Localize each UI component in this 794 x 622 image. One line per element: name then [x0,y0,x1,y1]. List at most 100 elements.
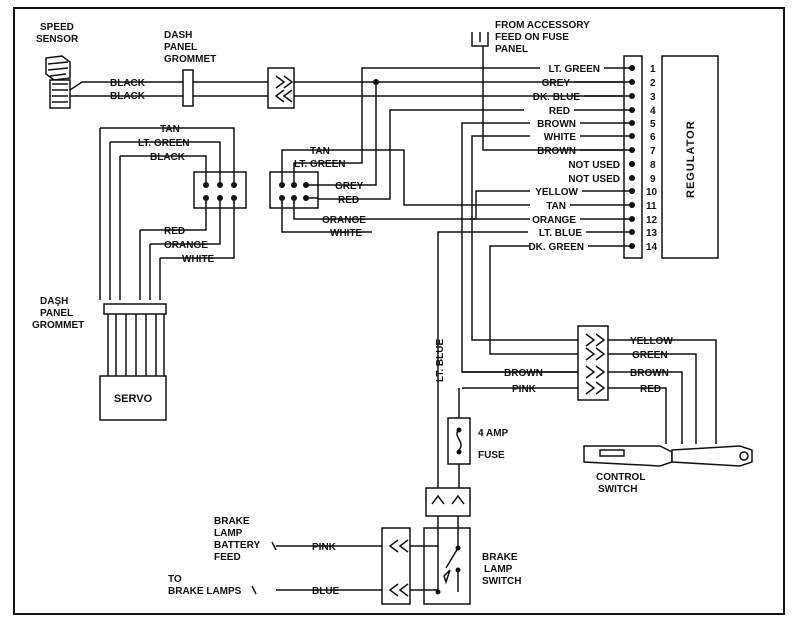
wire-label-green: GREEN [632,350,668,361]
brake-feed-label: LAMP [214,528,243,539]
wire-label-grey: GREY [335,181,364,192]
accessory-feed-label: FROM ACCESSORY [495,20,590,31]
svg-text:DK. GREEN: DK. GREEN [528,242,584,253]
regulator-pin: NOT USED 9 [568,174,656,185]
svg-text:ORANGE: ORANGE [532,215,576,226]
wire-label-black: BLACK [110,91,146,102]
wire-label-orange: ORANGE [164,240,208,251]
svg-text:BROWN: BROWN [537,146,576,157]
dash-grommet-top-label: GROMMET [164,54,216,65]
wire-label-yellow: YELLOW [630,336,673,347]
control-switch-icon [583,445,753,467]
svg-text:RED: RED [549,106,570,117]
fuse-box [447,417,471,465]
speed-sensor-label: SENSOR [36,34,79,45]
wire-label-white: WHITE [330,228,363,239]
accessory-feed-label: PANEL [495,44,528,55]
svg-text:GREY: GREY [542,78,571,89]
svg-text:3: 3 [650,92,656,103]
svg-text:14: 14 [646,242,658,253]
svg-text:4: 4 [650,106,656,117]
svg-text:LT. BLUE: LT. BLUE [539,228,582,239]
wire-label-lt-green: LT. GREEN [138,138,189,149]
svg-text:7: 7 [650,146,656,157]
diagram-frame [13,7,785,615]
sensor-connector [267,67,295,109]
dash-grommet-left-label: DAŞH [40,296,68,307]
brake-lamps-label: TO [168,574,182,585]
svg-text:1: 1 [650,64,656,75]
svg-text:12: 12 [646,215,658,226]
wire-label-lt-blue: LT. BLUE [435,339,446,382]
wire-label-white: WHITE [182,254,215,265]
brake-feed-label: BATTERY [214,540,260,551]
wire-label-brown: BROWN [630,368,669,379]
svg-text:BROWN: BROWN [537,119,576,130]
servo-box [99,375,167,421]
svg-text:TAN: TAN [546,201,566,212]
svg-text:11: 11 [646,201,657,212]
svg-text:8: 8 [650,160,656,171]
control-switch-label: CONTROL [596,472,645,483]
wire-label-blue: BLUE [312,586,340,597]
dash-grommet-left-label: PANEL [40,308,73,319]
wire-lt-green [318,67,520,164]
svg-text:5: 5 [650,119,656,130]
dash-grommet-left-label: GROMMET [32,320,84,331]
svg-text:LT. GREEN: LT. GREEN [549,64,600,75]
svg-text:WHITE: WHITE [544,132,577,143]
dash-grommet-left [103,303,167,315]
sensor-black-wire [69,81,183,97]
wire-label-tan: TAN [310,146,330,157]
wire-label-pink: PINK [312,542,337,553]
svg-text:NOT USED: NOT USED [568,174,620,185]
regulator-pin: NOT USED 8 [568,160,656,171]
wire-label-tan: TAN [160,124,180,135]
wire-lt-blue [437,231,528,488]
brake-lamps-label: BRAKE LAMPS [168,586,242,597]
regulator-body [661,55,719,259]
regulator-label: REGULATOR [685,120,697,198]
wire-grey [318,82,377,186]
brake-feed-connector [381,527,411,605]
fuse-label: 4 AMP [478,428,509,439]
svg-text:13: 13 [646,228,658,239]
dash-grommet-top-label: DASH [164,30,192,41]
wire-tan [318,149,530,206]
accessory-feed-icon [471,32,489,47]
wire-dk-green [489,245,578,355]
wire-label-red: RED [338,195,359,206]
wire-label-lt-green: LT. GREEN [294,159,345,170]
brake-switch-label: BRAKE [482,552,518,563]
svg-text:10: 10 [646,187,658,198]
svg-text:6: 6 [650,132,656,143]
brake-switch-label: SWITCH [482,576,521,587]
svg-text:DK. BLUE: DK. BLUE [533,92,581,103]
dash-grommet-top [182,69,194,107]
wire-label-black: BLACK [150,152,186,163]
dash-grommet-top-label: PANEL [164,42,197,53]
fuse-label: FUSE [478,450,505,461]
wire-label-pink: PINK [512,384,537,395]
wire-red [318,109,524,200]
wire-label-black: BLACK [110,78,146,89]
speed-sensor-label: SPEED [40,22,74,33]
svg-text:2: 2 [650,78,656,89]
accessory-feed-label: FEED ON FUSE [495,32,569,43]
svg-text:NOT USED: NOT USED [568,160,620,171]
svg-text:9: 9 [650,174,656,185]
wire-label-red: RED [640,384,661,395]
svg-text:YELLOW: YELLOW [535,187,578,198]
wire-white [471,135,578,341]
brake-switch-label: LAMP [484,564,513,575]
wire-label-brown: BROWN [504,368,543,379]
wire-label-orange: ORANGE [322,215,366,226]
servo-label: SERVO [114,393,153,405]
speed-sensor-icon [45,55,71,109]
regulator-terminal-strip [623,55,643,259]
brake-feed-label: FEED [214,552,241,563]
wire-label-red: RED [164,226,185,237]
brake-feed-label: BRAKE [214,516,250,527]
control-switch-label: SWITCH [598,484,637,495]
